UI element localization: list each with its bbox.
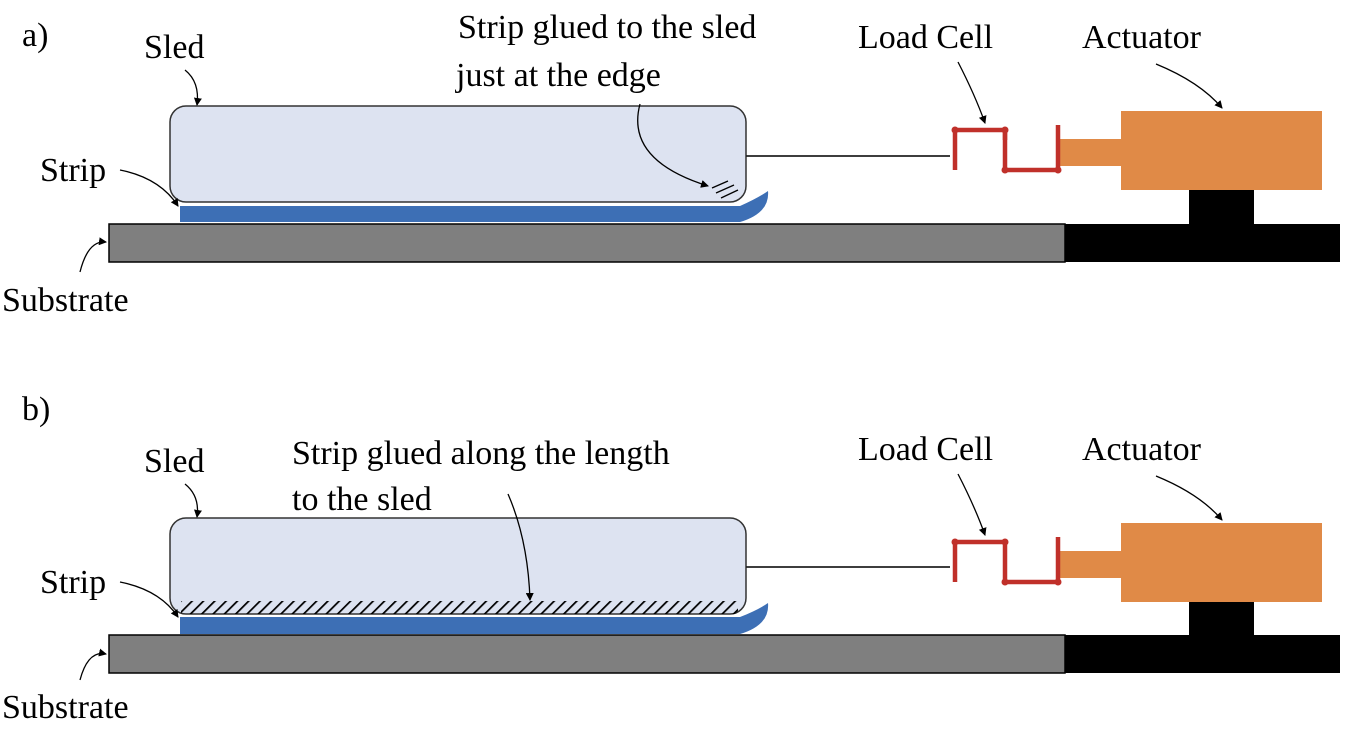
sled-label-b: Sled [144, 443, 204, 480]
load-cell-label-a: Load Cell [858, 19, 993, 56]
strip-a [180, 191, 769, 222]
substrate-a [108, 223, 1066, 263]
note-line2-b: to the sled [292, 481, 432, 518]
panel-a: a) Sled Strip Substrat [2, 9, 1340, 319]
substrate-label-a: Substrate [2, 282, 129, 319]
substrate-leader-a [79, 237, 107, 273]
substrate-leader-b [79, 648, 107, 681]
strip-b [180, 603, 769, 634]
load-cell-joints-a [951, 126, 1062, 174]
full-glue-layer-b [181, 601, 738, 614]
note-leader-a [637, 103, 709, 188]
sled-leader-b [184, 483, 202, 518]
actuator-body-b [1121, 523, 1322, 602]
note-leader-b [507, 493, 534, 601]
note-line1-b: Strip glued along the length [292, 435, 670, 472]
actuator-base-a [1065, 224, 1340, 262]
actuator-leader-a [1155, 63, 1223, 109]
strip-label-a: Strip [40, 152, 106, 189]
load-cell-leader-b [957, 473, 987, 536]
actuator-rod-a [1058, 139, 1122, 166]
load-cell-joints-b [951, 538, 1062, 586]
panel-a-tag: a) [22, 17, 48, 54]
panel-b: b) Sled Strip Substrate Load Cell Actuat… [2, 391, 1340, 726]
strip-label-b: Strip [40, 564, 106, 601]
edge-glue-marks-a [711, 180, 739, 199]
note-line1-a: Strip glued to the sled [458, 9, 756, 46]
actuator-base-b [1065, 635, 1340, 673]
strip-leader-a [119, 169, 179, 207]
substrate-label-b: Substrate [2, 689, 129, 726]
load-cell-leader-a [957, 61, 987, 124]
actuator-body-a [1121, 111, 1322, 190]
panel-b-tag: b) [22, 391, 50, 428]
actuator-stand-a [1189, 189, 1254, 225]
note-line2-a: just at the edge [455, 57, 661, 94]
load-cell-b [952, 537, 1061, 585]
actuator-stand-b [1189, 600, 1254, 636]
load-cell-label-b: Load Cell [858, 431, 993, 468]
actuator-label-a: Actuator [1082, 19, 1202, 56]
strip-leader-b [119, 581, 179, 618]
actuator-leader-b [1155, 475, 1223, 521]
actuator-label-b: Actuator [1082, 431, 1202, 468]
sled-b [169, 517, 747, 615]
actuator-rod-b [1058, 551, 1122, 578]
sled-a [169, 105, 747, 203]
substrate-b [108, 634, 1066, 674]
sled-label-a: Sled [144, 29, 204, 66]
sled-leader-a [184, 69, 202, 106]
